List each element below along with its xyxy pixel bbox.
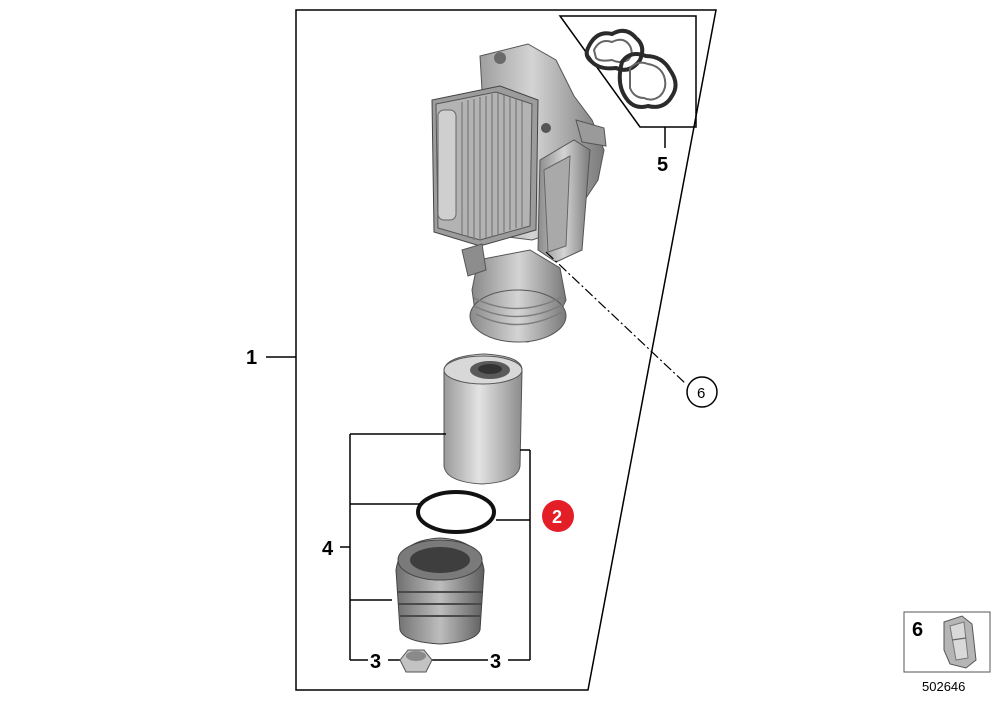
diagram-number: 502646 [922,679,965,694]
sealing-ring [416,490,496,534]
oil-filter-housing [431,43,607,343]
legend-box: 6 [903,611,991,673]
gasket-seal-part [584,28,678,109]
callout-2[interactable]: 2 [552,507,562,527]
callout-6: 6 [697,385,705,402]
callout-1: 1 [246,347,257,369]
callout-6-circle [686,376,718,408]
callout-4: 4 [322,538,334,560]
callout-3-left: 3 [370,651,381,673]
callout-5: 5 [657,154,668,176]
clip-icon [943,615,977,669]
group-frame-1 [295,9,717,691]
group-bracket-4 [340,433,531,661]
filter-cover [395,537,485,645]
leader-6 [545,251,687,385]
drain-plug [399,649,433,673]
callout-2-badge[interactable] [542,500,574,532]
callout-3-right: 3 [490,651,501,673]
gasket-frame [558,15,697,128]
filter-element [443,353,523,485]
legend-number: 6 [912,619,923,641]
